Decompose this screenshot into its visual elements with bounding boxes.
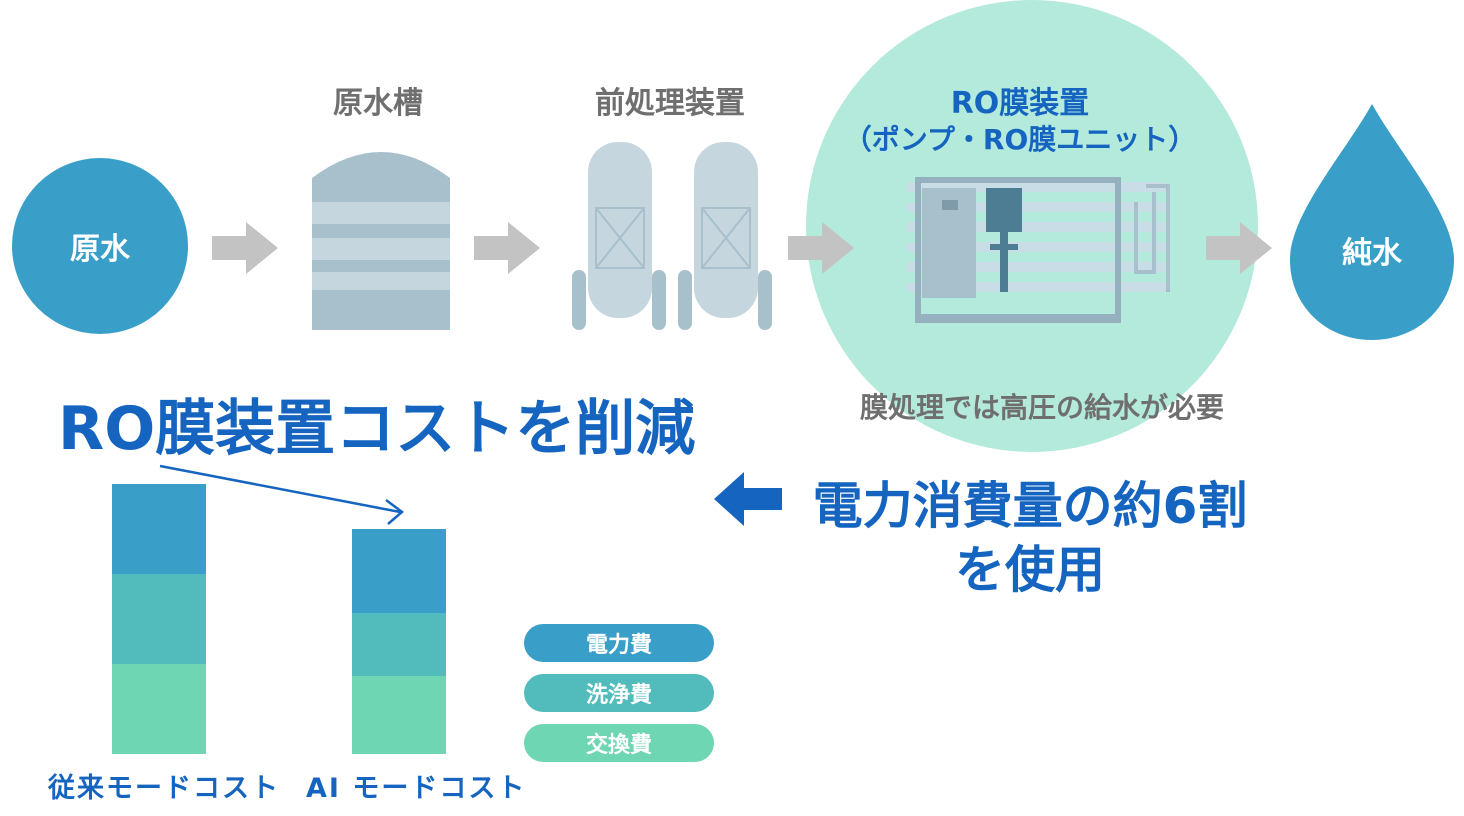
- ro-unit-label-line1: RO膜装置: [950, 86, 1090, 121]
- ro-note: 膜処理では高圧の給水が必要: [859, 391, 1224, 424]
- pure-water-label: 純水: [1342, 236, 1402, 271]
- raw-water-label: 原水: [70, 232, 130, 267]
- bar-segment-0-電力費: [112, 484, 206, 574]
- power-usage-line2: を使用: [955, 541, 1105, 599]
- legend-cleaning-cost: 洗浄費: [524, 674, 714, 712]
- bar-segment-1-交換費: [352, 676, 446, 754]
- power-usage-line1: 電力消費量の約6割: [812, 477, 1248, 535]
- arrow-4-icon: [1206, 222, 1272, 274]
- pretreatment-icon: [572, 142, 772, 330]
- bar-segment-0-洗浄費: [112, 574, 206, 664]
- bar-segment-1-洗浄費: [352, 613, 446, 676]
- arrow-1-icon: [212, 222, 278, 274]
- bar-segment-0-交換費: [112, 664, 206, 754]
- pure-water-drop-icon: [1290, 104, 1454, 340]
- bar-label-ai: AI モードコスト: [306, 773, 527, 804]
- bar-segment-1-電力費: [352, 529, 446, 613]
- ro-unit-label-line2: （ポンプ・RO膜ユニット）: [843, 123, 1197, 156]
- raw-water-circle: 原水: [12, 158, 188, 334]
- left-arrow-icon: [714, 472, 782, 526]
- ro-unit-icon: [906, 177, 1170, 323]
- pretreatment-label: 前処理装置: [595, 86, 745, 121]
- raw-tank-icon: [312, 152, 450, 330]
- legend-power-cost: 電力費: [524, 624, 714, 662]
- arrow-2-icon: [474, 222, 540, 274]
- arrow-3-icon: [788, 222, 854, 274]
- raw-tank-label: 原水槽: [333, 86, 423, 121]
- legend-replacement-cost: 交換費: [524, 724, 714, 762]
- bar-label-conventional: 従来モードコスト: [48, 773, 280, 804]
- headline: RO膜装置コストを削減: [58, 394, 696, 464]
